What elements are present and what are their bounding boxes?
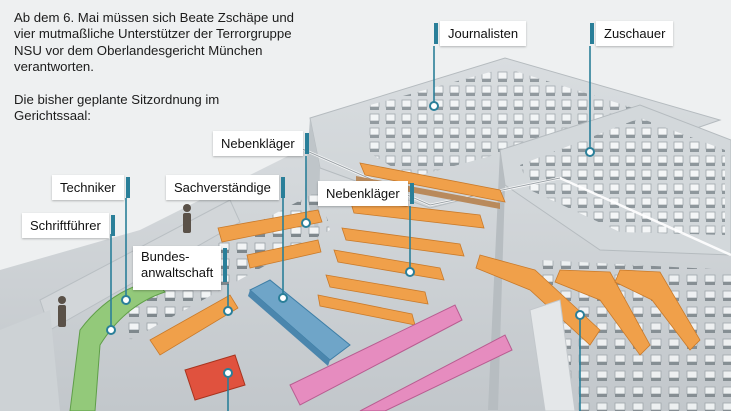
- label-techniker-text: Techniker: [60, 180, 116, 195]
- label-bundesanwaltschaft: Bundes- anwaltschaft: [133, 246, 228, 290]
- label-nebenklaeger-top-text: Nebenkläger: [221, 136, 295, 151]
- pink-desk-front: [289, 304, 463, 406]
- label-journalisten: Journalisten: [434, 21, 527, 46]
- red-desk: [184, 354, 246, 401]
- label-marker: [434, 23, 438, 44]
- gallery-edge: [299, 147, 561, 206]
- label-marker: [125, 177, 130, 198]
- label-sachverstaendige: Sachverständige: [166, 175, 285, 200]
- leader-lines: [110, 46, 591, 411]
- label-marker: [280, 177, 285, 198]
- label-bundesanwaltschaft-line-2: anwaltschaft: [141, 265, 214, 280]
- expert-desk: [249, 279, 351, 361]
- label-nebenklaeger-mid: Nebenkläger: [318, 181, 414, 206]
- label-zuschauer-text: Zuschauer: [604, 26, 666, 41]
- label-journalisten-text: Journalisten: [448, 26, 519, 41]
- label-sachverstaendige-text: Sachverständige: [174, 180, 271, 195]
- intro-paragraph-1: Ab dem 6. Mai müssen sich Beate Zschäpe …: [14, 10, 295, 75]
- intro-text: Ab dem 6. Mai müssen sich Beate Zschäpe …: [14, 10, 299, 140]
- joint-plaintiff-rows: [149, 162, 701, 356]
- technician-desk: [69, 279, 166, 411]
- label-schriftfuehrer: Schriftführer: [22, 213, 115, 238]
- pink-desk-back: [359, 334, 513, 411]
- label-marker: [409, 183, 414, 204]
- label-marker: [110, 215, 115, 236]
- label-marker: [304, 133, 309, 154]
- left-wall-front: [0, 310, 60, 411]
- pillar: [529, 299, 576, 411]
- label-marker: [590, 23, 594, 44]
- spectator-seats: [520, 118, 725, 235]
- intro-paragraph-2: Die bisher geplante Sitzordnung im Geric…: [14, 91, 220, 124]
- leader-dots: [106, 101, 595, 378]
- label-schriftfuehrer-text: Schriftführer: [30, 218, 101, 233]
- label-nebenklaeger-mid-text: Nebenkläger: [326, 186, 400, 201]
- label-zuschauer: Zuschauer: [590, 21, 674, 46]
- label-nebenklaeger-top: Nebenkläger: [213, 131, 309, 156]
- label-bundesanwaltschaft-line-1: Bundes-: [141, 249, 190, 264]
- label-marker: [223, 248, 228, 282]
- label-techniker: Techniker: [52, 175, 130, 200]
- people-silhouettes: [58, 204, 191, 327]
